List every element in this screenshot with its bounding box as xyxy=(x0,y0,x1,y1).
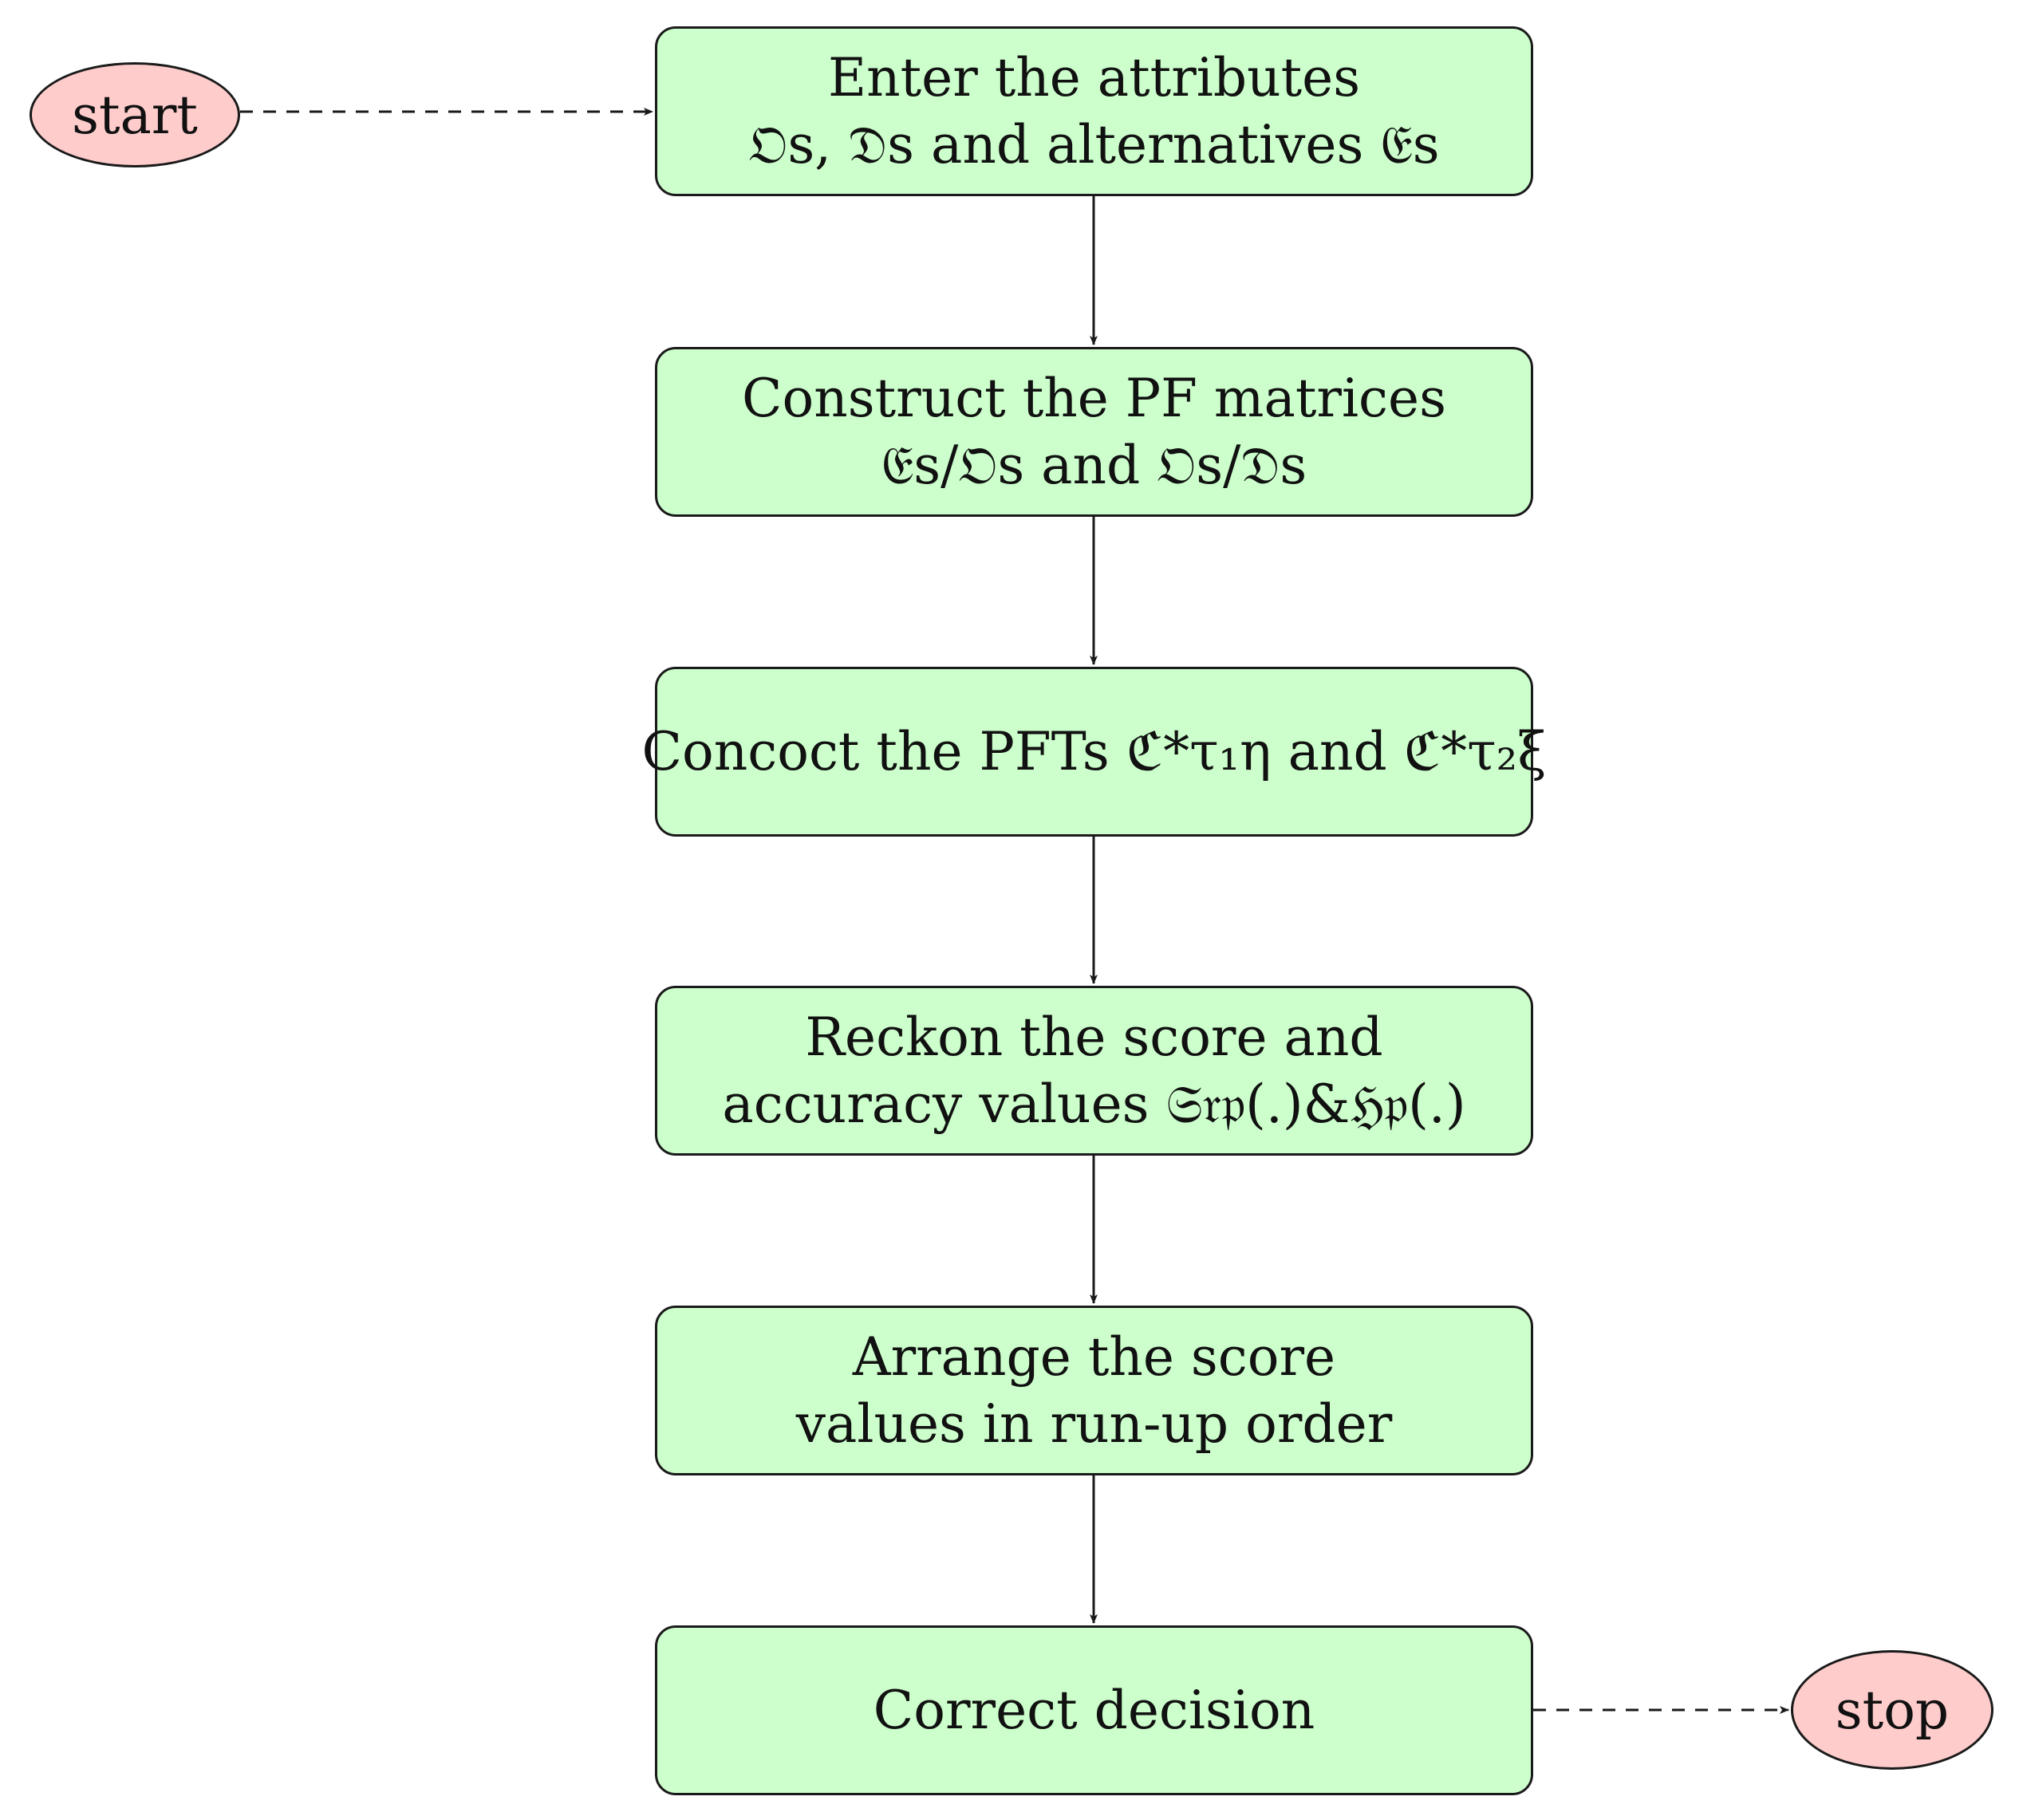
step-3-line-1: Concoct the PFTs ℭ*τ₁η and ℭ*τ₂ξ xyxy=(641,720,1547,782)
step-6-line-1: Correct decision xyxy=(873,1679,1315,1741)
step-5-line-2: values in run-up order xyxy=(795,1393,1393,1455)
step-2-line-1: Construct the PF matrices xyxy=(742,367,1446,429)
start-terminal: start xyxy=(30,62,240,167)
step-2-line-2: 𝔈s/𝔒s and 𝔒s/𝔇s xyxy=(881,434,1307,496)
step-reckon-score-accuracy: Reckon the score and accuracy values 𝔖𝔯𝔭… xyxy=(655,986,1533,1156)
stop-terminal: stop xyxy=(1791,1650,1993,1770)
step-concoct-pfts: Concoct the PFTs ℭ*τ₁η and ℭ*τ₂ξ xyxy=(642,667,1546,837)
step-4-line-1: Reckon the score and xyxy=(805,1006,1383,1068)
step-arrange-score-values: Arrange the score values in run-up order xyxy=(655,1306,1533,1475)
step-construct-matrices: Construct the PF matrices 𝔈s/𝔒s and 𝔒s/𝔇… xyxy=(655,347,1533,517)
step-4-line-2: accuracy values 𝔖𝔯𝔭(.)&ℌ𝔭(.) xyxy=(722,1073,1466,1135)
step-correct-decision: Correct decision xyxy=(655,1625,1533,1795)
step-enter-attributes: Enter the attributes 𝔒s, 𝔇s and alternat… xyxy=(655,26,1533,196)
start-label: start xyxy=(72,84,198,146)
step-1-line-2: 𝔒s, 𝔇s and alternatives 𝔈s xyxy=(748,113,1440,175)
step-5-line-1: Arrange the score xyxy=(852,1326,1336,1388)
step-1-line-1: Enter the attributes xyxy=(827,46,1361,108)
stop-label: stop xyxy=(1835,1679,1950,1741)
